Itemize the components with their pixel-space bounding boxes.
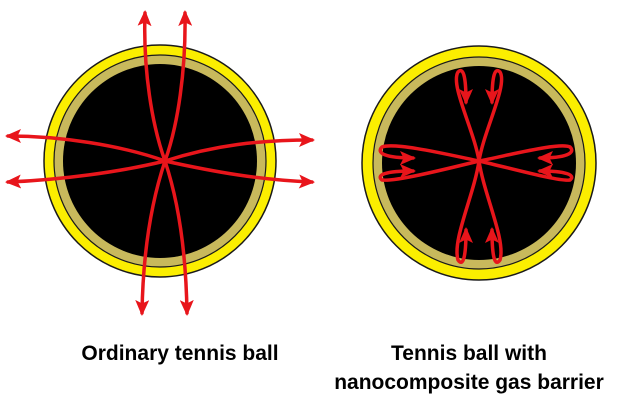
- escape-arrow-right-lower: [163, 159, 315, 189]
- retained-loop-down-right: [477, 159, 503, 264]
- barrier-ball-caption: Tennis ball with nanocomposite gas barri…: [298, 339, 640, 397]
- caption-line: Ordinary tennis ball: [81, 342, 279, 365]
- retained-loop-down-left: [455, 159, 481, 264]
- retained-loop-right-lower: [477, 159, 574, 182]
- retained-loop-left-lower: [378, 159, 481, 182]
- caption-line: nanocomposite gas barrier: [334, 371, 604, 394]
- retained-loop-up-right: [477, 68, 504, 163]
- escape-arrow-left-upper: [5, 129, 167, 163]
- escape-arrow-left-lower: [5, 159, 167, 189]
- escape-arrow-right-upper: [163, 133, 315, 163]
- escaping-gas-arrows: [5, 10, 315, 316]
- retained-gas-arrows: [378, 68, 574, 264]
- retained-loop-up-left: [454, 68, 481, 163]
- ordinary-ball-caption: Ordinary tennis ball: [20, 339, 340, 368]
- retained-loop-right-upper: [477, 144, 574, 165]
- retained-loop-left-upper: [378, 144, 481, 165]
- escape-arrow-down-right: [163, 159, 194, 316]
- caption-line: Tennis ball with: [391, 342, 547, 365]
- escape-arrow-up-right: [163, 10, 193, 163]
- escape-arrow-up-left: [137, 10, 167, 163]
- escape-arrow-down-left: [135, 159, 167, 316]
